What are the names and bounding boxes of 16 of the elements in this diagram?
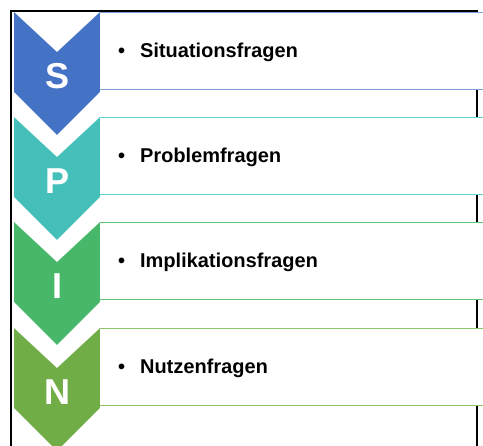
text-box [100,117,483,195]
bullet-point: • [118,250,126,272]
bullet-point: • [118,144,126,168]
bullet-point: • [118,40,126,62]
bullet-point: • [118,356,126,378]
list-item-text: Implikationsfragen [140,250,318,272]
list-item-text: Nutzenfragen [140,356,268,378]
text-box [100,328,483,406]
chevron-letter: N [43,372,71,412]
chevron-letter: S [44,56,70,96]
list-item-text: Situationsfragen [140,40,298,62]
chevron-letter: I [50,266,63,306]
text-box [100,12,483,90]
chevron-letter: P [44,161,70,201]
text-box [100,222,483,300]
list-item-text: Problemfragen [140,144,282,168]
